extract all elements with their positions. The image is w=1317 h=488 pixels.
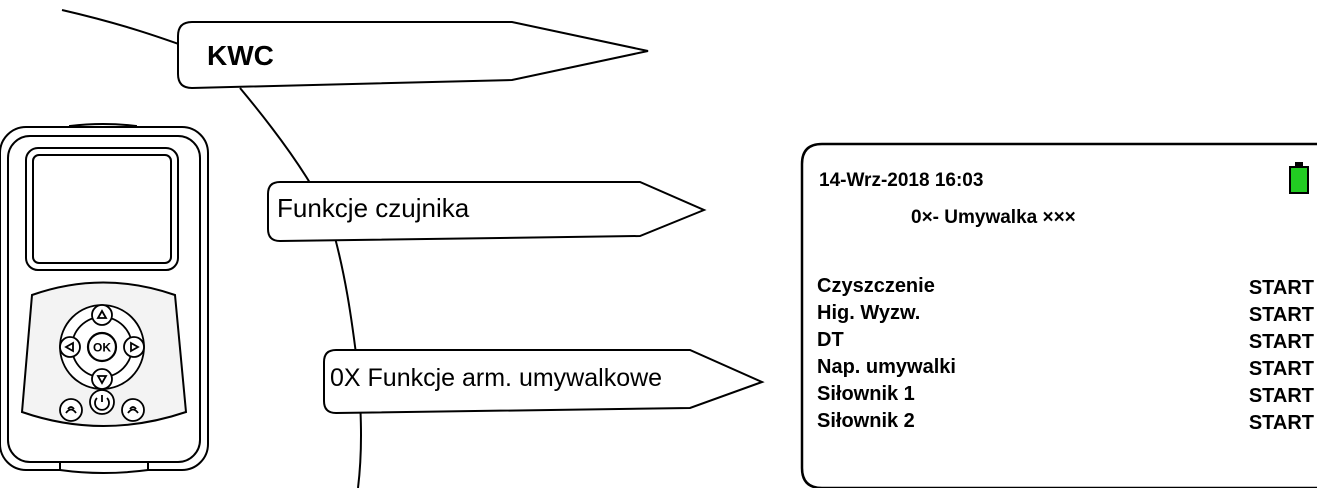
tag-shape-basin — [323, 349, 765, 415]
battery-cap — [1295, 162, 1303, 166]
battery-icon — [1289, 162, 1309, 194]
lcd-screen: 14-Wrz-2018 16:03 0×- Umywalka ××× Czysz… — [817, 170, 1317, 450]
lcd-function-row[interactable]: Hig. Wyzw. START — [817, 303, 1314, 330]
wireless-icon — [127, 406, 139, 414]
lcd-function-row[interactable]: Siłownik 1 START — [817, 384, 1314, 411]
tag-shape-sensor — [267, 181, 707, 243]
lcd-function-row[interactable]: Siłownik 2 START — [817, 411, 1314, 438]
menu-level1-label: KWC — [207, 40, 274, 71]
function-name: Nap. umywalki — [817, 356, 956, 378]
arrow-down-icon — [96, 375, 108, 385]
function-name: Siłownik 1 — [817, 383, 915, 405]
lcd-function-row[interactable]: Nap. umywalki START — [817, 357, 1314, 384]
power-icon — [94, 395, 110, 411]
ok-button — [86, 331, 118, 363]
menu-level2-label: Funkcje czujnika — [277, 193, 470, 223]
function-name: Czyszczenie — [817, 275, 935, 297]
remote-keypad — [59, 304, 145, 390]
infrared-icon — [65, 406, 77, 414]
tag-shape-kwc — [177, 21, 649, 90]
function-start[interactable]: START — [1248, 304, 1314, 326]
arrow-right-icon — [130, 341, 140, 353]
function-start[interactable]: START — [1248, 331, 1314, 353]
menu-level3-label: 0X Funkcje arm. umywalkowe — [330, 364, 663, 392]
arrow-up-icon — [96, 309, 108, 319]
remote-control — [0, 123, 209, 474]
lcd-function-list: Czyszczenie START Hig. Wyzw. START DT ST… — [817, 276, 1314, 438]
battery-level — [1289, 166, 1309, 194]
function-name: Siłownik 2 — [817, 410, 915, 432]
arrow-left-icon — [64, 341, 74, 353]
lcd-device-line: 0×- Umywalka ××× — [911, 207, 1076, 228]
function-start[interactable]: START — [1248, 277, 1314, 299]
ok-button-label: OK — [93, 341, 111, 355]
lcd-function-row[interactable]: Czyszczenie START — [817, 276, 1314, 303]
remote-bottom-keys — [59, 389, 145, 422]
function-start[interactable]: START — [1248, 358, 1314, 380]
function-name: DT — [817, 329, 844, 351]
lcd-datetime: 14-Wrz-2018 16:03 — [819, 170, 984, 191]
function-start[interactable]: START — [1248, 385, 1314, 407]
lcd-frame — [800, 142, 1317, 488]
lcd-function-row[interactable]: DT START — [817, 330, 1314, 357]
function-name: Hig. Wyzw. — [817, 302, 921, 324]
function-start[interactable]: START — [1248, 412, 1314, 434]
